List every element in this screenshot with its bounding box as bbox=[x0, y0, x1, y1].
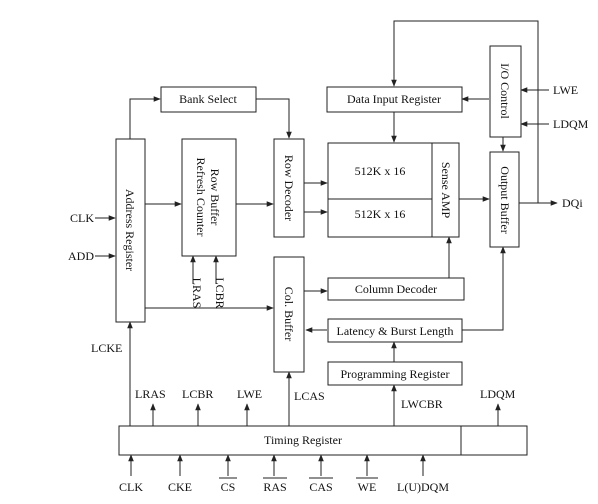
programming-register-label: Programming Register bbox=[341, 367, 450, 381]
col-buffer-block bbox=[273, 256, 305, 373]
input-we: WE bbox=[358, 480, 377, 494]
signal-clk-in: CLK bbox=[70, 211, 94, 225]
output-buffer-label: Output Buffer bbox=[498, 166, 512, 233]
wire-latency-to-output-buffer bbox=[462, 246, 506, 331]
input-cs: CS bbox=[221, 480, 236, 494]
data-input-register-label: Data Input Register bbox=[347, 92, 441, 106]
signal-lwe-out: LWE bbox=[237, 387, 262, 401]
signal-lwcbr: LWCBR bbox=[401, 397, 443, 411]
bank-a-label: 512K x 16 bbox=[355, 164, 406, 178]
timing-register-block bbox=[118, 425, 528, 456]
latency-burst-length-label: Latency & Burst Length bbox=[337, 324, 454, 338]
bottom-inputs: CLK CKE CS RAS CAS WE L(U)DQM bbox=[119, 477, 449, 494]
memory-array-block bbox=[327, 142, 460, 238]
bank-select-label: Bank Select bbox=[179, 92, 237, 106]
signal-lcbr-vertical: LCBR bbox=[213, 277, 227, 308]
signal-lcbr-out: LCBR bbox=[182, 387, 213, 401]
signal-labels: CLK ADD LWE LDQM DQi LRAS LCBR LCKE LCAS… bbox=[68, 83, 589, 411]
latency-burst-length-block bbox=[327, 318, 463, 343]
bank-select-block bbox=[160, 86, 257, 113]
blocks: Bank Select Data Input Register I/O Cont… bbox=[115, 45, 528, 456]
column-decoder-block bbox=[327, 277, 465, 301]
data-input-register-block bbox=[326, 86, 463, 113]
input-cas: CAS bbox=[309, 480, 332, 494]
signal-ldqm-out: LDQM bbox=[480, 387, 516, 401]
row-decoder-label: Row Decoder bbox=[282, 155, 296, 221]
signal-lcas: LCAS bbox=[294, 389, 325, 403]
input-ras: RAS bbox=[263, 480, 286, 494]
wire-address-to-bank-select bbox=[129, 96, 161, 139]
sense-amp-label: Sense AMP bbox=[439, 162, 453, 219]
signal-dqi: DQi bbox=[562, 196, 583, 210]
address-register-block bbox=[115, 138, 146, 323]
signal-add-in: ADD bbox=[68, 249, 94, 263]
io-control-label: I/O Control bbox=[498, 63, 512, 119]
io-control-block bbox=[489, 45, 522, 138]
signal-lwe-in: LWE bbox=[553, 83, 578, 97]
signal-lras-out: LRAS bbox=[135, 387, 166, 401]
address-register-label: Address Register bbox=[123, 189, 137, 271]
signal-ldqm-in: LDQM bbox=[553, 117, 589, 131]
input-clk: CLK bbox=[119, 480, 143, 494]
wires bbox=[95, 20, 558, 476]
timing-register-label: Timing Register bbox=[264, 433, 342, 447]
row-decoder-block bbox=[273, 138, 305, 238]
col-buffer-label: Col. Buffer bbox=[282, 287, 296, 341]
row-buffer-label: Row Buffer bbox=[208, 169, 222, 226]
wire-bank-select-to-row-decoder bbox=[256, 98, 292, 139]
column-decoder-label: Column Decoder bbox=[355, 282, 437, 296]
row-buffer-block bbox=[181, 138, 237, 257]
output-buffer-block bbox=[489, 151, 520, 248]
signal-lras-vertical: LRAS bbox=[190, 278, 204, 309]
signal-lcke: LCKE bbox=[91, 341, 122, 355]
refresh-counter-label: Refresh Counter bbox=[194, 158, 208, 237]
programming-register-block bbox=[327, 361, 463, 386]
bank-b-label: 512K x 16 bbox=[355, 207, 406, 221]
wire-dqi-feedback bbox=[391, 20, 539, 203]
input-ldqm: L(U)DQM bbox=[397, 480, 449, 494]
input-cke: CKE bbox=[168, 480, 192, 494]
